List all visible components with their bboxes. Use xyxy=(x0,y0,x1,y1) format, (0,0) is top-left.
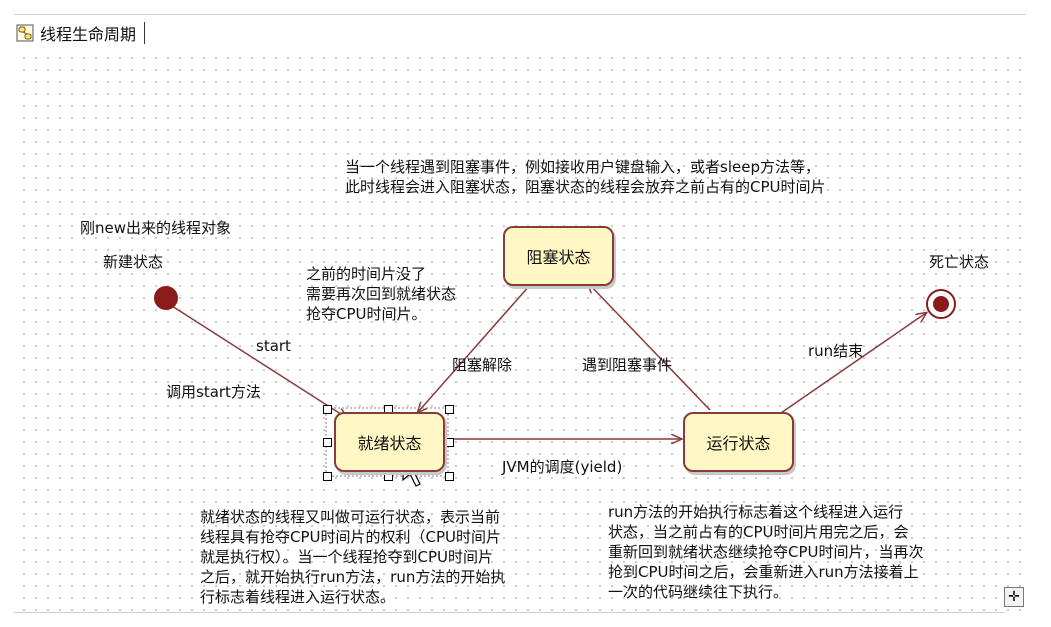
state-ready[interactable]: 就绪状态 xyxy=(334,412,445,472)
transition-run-end-label: run结束 xyxy=(808,342,864,360)
resize-handle-w[interactable] xyxy=(323,438,332,447)
note-running: run方法的开始执行标志着这个线程进入运行 状态，当之前占有的CPU时间片用完之… xyxy=(608,503,924,601)
bottom-divider xyxy=(14,612,1004,613)
arrow-block xyxy=(588,283,711,411)
resize-handle-e[interactable] xyxy=(445,438,454,447)
note-unblock: 之前的时间片没了 需要再次回到就绪状态 抢夺CPU时间片。 xyxy=(306,265,457,323)
resize-handle-ne[interactable] xyxy=(445,405,454,414)
transition-unblock-label: 阻塞解除 xyxy=(452,356,513,374)
transition-yield-label: JVM的调度(yield) xyxy=(502,458,623,476)
state-dead-label: 死亡状态 xyxy=(929,253,990,271)
resize-handle-sw[interactable] xyxy=(323,472,332,481)
tab-separator xyxy=(144,22,146,44)
resize-handle-se[interactable] xyxy=(445,472,454,481)
top-divider xyxy=(14,14,1026,15)
state-running-label: 运行状态 xyxy=(706,434,771,453)
state-new-label: 新建状态 xyxy=(103,253,164,271)
arrow-unblock xyxy=(418,284,531,412)
state-blocked[interactable]: 阻塞状态 xyxy=(503,226,614,286)
transition-block-label: 遇到阻塞事件 xyxy=(582,356,673,374)
transition-start-desc: 调用start方法 xyxy=(166,383,261,401)
state-running[interactable]: 运行状态 xyxy=(683,412,794,472)
tab-thread-lifecycle[interactable]: 线程生命周期 xyxy=(16,20,146,46)
transition-start-label: start xyxy=(256,337,291,355)
note-ready: 就绪状态的线程又叫做可运行状态，表示当前 线程具有抢夺CPU时间片的权利（CPU… xyxy=(200,508,506,606)
initial-state-dot[interactable] xyxy=(154,286,178,310)
state-blocked-label: 阻塞状态 xyxy=(526,248,591,267)
arrow-run-end xyxy=(777,313,926,416)
resize-handle-nw[interactable] xyxy=(323,405,332,414)
resize-handle-s[interactable] xyxy=(384,472,393,481)
state-diagram-icon xyxy=(16,24,34,42)
new-state-caption: 刚new出来的线程对象 xyxy=(80,219,232,237)
tab-title: 线程生命周期 xyxy=(40,25,137,44)
arrow-start xyxy=(171,305,347,418)
note-blocked: 当一个线程遇到阻塞事件，例如接收用户键盘输入，或者sleep方法等， 此时线程会… xyxy=(345,158,826,196)
final-state-dot xyxy=(933,296,949,312)
state-ready-label: 就绪状态 xyxy=(357,434,422,453)
diagram-canvas[interactable] xyxy=(14,48,1028,618)
expand-icon[interactable]: ✛ xyxy=(1004,587,1024,607)
